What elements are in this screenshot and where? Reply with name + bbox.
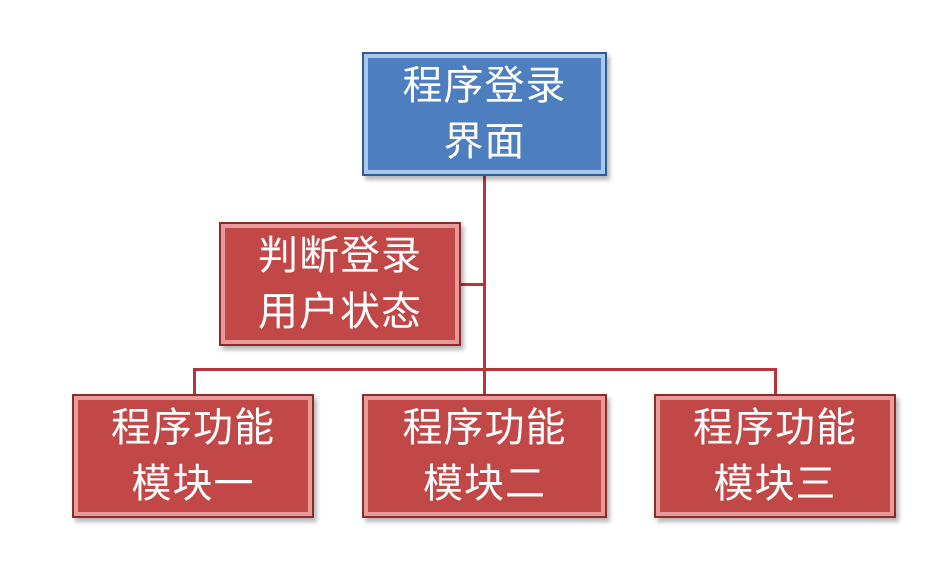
module-node-1: 程序功能 模块一: [72, 394, 314, 518]
module-node-2: 程序功能 模块二: [362, 394, 607, 518]
connector-module-1: [193, 368, 196, 396]
root-node-login-screen: 程序登录 界面: [362, 52, 607, 176]
module-3-line1: 程序功能: [693, 405, 857, 451]
module-1-line2: 模块一: [131, 461, 255, 507]
check-node-line2: 用户状态: [258, 289, 422, 335]
root-node-line2: 界面: [443, 119, 526, 165]
connector-check-branch: [461, 283, 485, 286]
module-3-line2: 模块三: [713, 461, 837, 507]
connector-module-3: [774, 368, 777, 396]
check-node-line1: 判断登录: [258, 233, 422, 279]
check-login-status-node: 判断登录 用户状态: [219, 222, 461, 346]
root-node-line1: 程序登录: [402, 63, 567, 109]
module-node-3: 程序功能 模块三: [654, 394, 896, 518]
module-2-line2: 模块二: [423, 461, 546, 507]
module-1-line1: 程序功能: [111, 405, 275, 451]
connector-root-vertical: [483, 176, 486, 396]
module-2-line1: 程序功能: [402, 405, 567, 451]
connector-modules-horizontal: [193, 368, 777, 371]
